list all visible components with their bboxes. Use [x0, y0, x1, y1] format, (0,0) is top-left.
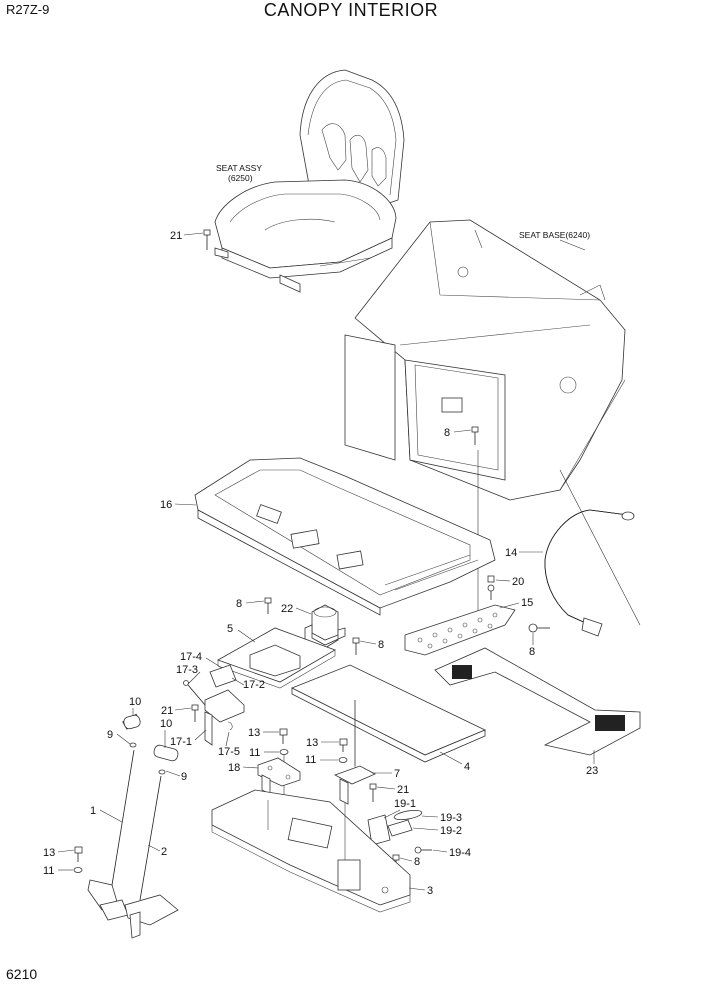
callout-11-right: 11	[305, 754, 316, 766]
floor-mat-16	[194, 457, 496, 616]
callout-20: 20	[512, 576, 524, 588]
callout-17-5: 17-5	[218, 746, 240, 758]
callout-17-2: 17-2	[243, 679, 265, 691]
callout-19-1: 19-1	[394, 798, 416, 810]
bolt-21-seat	[203, 229, 211, 250]
lever-2	[124, 744, 179, 939]
callout-1: 1	[90, 805, 96, 817]
callout-9-lever2: 9	[181, 771, 187, 783]
grab-bar-14	[544, 509, 635, 637]
callout-15: 15	[521, 597, 533, 609]
model-code: R27Z-9	[6, 2, 50, 17]
callout-19-3: 19-3	[440, 812, 462, 824]
callout-21-bracket: 21	[161, 705, 173, 717]
page-number: 6210	[6, 966, 38, 982]
seat-base-frame	[344, 219, 626, 501]
bolt-21-bracket	[191, 704, 199, 722]
bolt-8-grabbar	[528, 623, 550, 633]
callout-2: 2	[161, 846, 167, 858]
callout-5: 5	[227, 623, 233, 635]
callout-18: 18	[228, 762, 240, 774]
seat-base-label: SEAT BASE(6240)	[519, 230, 590, 240]
callout-11-mid: 11	[249, 747, 260, 759]
bracket-18	[257, 757, 301, 795]
plate-5	[217, 627, 336, 689]
bolt-8-plate4	[352, 637, 360, 655]
step-plate-15	[404, 604, 516, 656]
callout-23: 23	[586, 765, 598, 777]
callout-17-4: 17-4	[180, 651, 202, 663]
bolt-13-left	[73, 846, 83, 873]
plate-23	[434, 647, 641, 756]
bracket-7	[334, 700, 376, 805]
callout-21-seat: 21	[170, 230, 182, 242]
callout-17-1: 17-1	[170, 736, 192, 748]
base-plate-3	[211, 789, 411, 913]
bolt-21-right	[369, 783, 377, 802]
page-title: CANOPY INTERIOR	[263, 0, 439, 20]
lever-1	[87, 713, 141, 921]
seat-assy-label: SEAT ASSY	[216, 163, 262, 173]
callout-19-2: 19-2	[440, 825, 462, 837]
bolt-13-right	[338, 738, 348, 763]
callout-13-left: 13	[43, 847, 55, 859]
bolt-8-plate5	[264, 597, 272, 614]
callout-8-plate5: 8	[236, 598, 242, 610]
callout-17-3: 17-3	[176, 664, 198, 676]
callout-16: 16	[160, 499, 172, 511]
callout-9-lever1: 9	[107, 729, 113, 741]
bolt-8-base	[471, 426, 479, 445]
callout-8-lower: 8	[414, 856, 420, 868]
callout-22: 22	[281, 603, 293, 615]
callout-13-mid: 13	[248, 727, 260, 739]
callout-11-left: 11	[43, 865, 54, 877]
callout-19-4: 19-4	[449, 847, 471, 859]
callout-8-grabbar: 8	[529, 646, 535, 658]
bolt-20	[487, 575, 495, 600]
callout-10-lever2: 10	[160, 718, 172, 730]
callout-4: 4	[464, 761, 470, 773]
callout-10-lever1: 10	[129, 696, 141, 708]
callout-14: 14	[505, 547, 517, 559]
callout-7: 7	[394, 768, 400, 780]
seat-assy-ref: (6250)	[228, 173, 253, 183]
bracket-19-group	[367, 809, 432, 854]
callout-13-right: 13	[306, 737, 318, 749]
seat-assembly	[214, 69, 405, 293]
callout-21-right: 21	[397, 784, 409, 796]
callout-3: 3	[427, 885, 433, 897]
callout-8-plate4: 8	[378, 639, 384, 651]
callout-8-base: 8	[444, 427, 450, 439]
plate-4	[291, 664, 486, 770]
